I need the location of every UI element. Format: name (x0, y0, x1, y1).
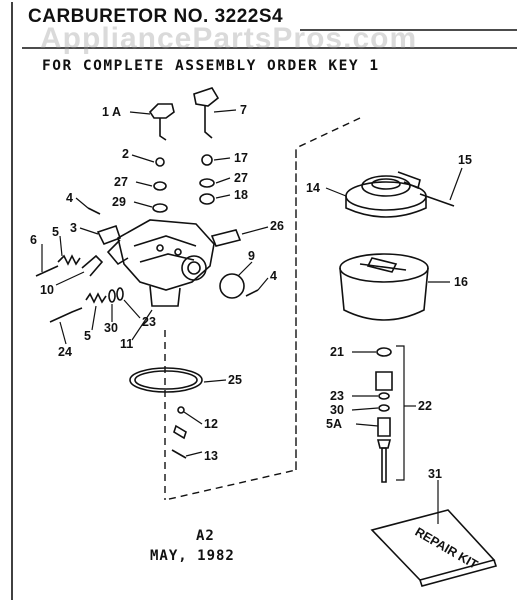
part-label-p18: 18 (234, 188, 248, 202)
plate-9-part (219, 273, 245, 299)
part-label-p12: 12 (204, 417, 218, 431)
needle-seat-12-part (173, 424, 187, 440)
assembly-note: FOR COMPLETE ASSEMBLY ORDER KEY 1 (42, 58, 380, 74)
throttle-lever-part (148, 103, 175, 141)
part-label-p6: 6 (30, 233, 37, 247)
part-label-p30b: 30 (330, 403, 344, 417)
repair-kit-31-part: REPAIR KIT (370, 509, 498, 587)
choke-lever-part (193, 87, 220, 139)
part-label-p16: 16 (454, 275, 468, 289)
part-label-p17: 17 (234, 151, 248, 165)
screw-4-top-part (87, 207, 101, 215)
part-label-p21: 21 (330, 345, 344, 359)
repair-kit-text: REPAIR KIT (413, 525, 481, 572)
seal-29-part (152, 203, 168, 213)
part-label-p24: 24 (58, 345, 72, 359)
screw-6-part (35, 265, 59, 277)
part-label-p14: 14 (306, 181, 320, 195)
part-label-p30a: 30 (104, 321, 118, 335)
part-label-p4b: 4 (270, 269, 277, 283)
part-label-p5A: 5A (326, 417, 342, 431)
screw-24-part (49, 307, 83, 323)
intake-14-part (345, 171, 427, 218)
part-label-p4a: 4 (66, 191, 73, 205)
gasket-25-inner (134, 370, 198, 390)
jet-assembly-22-part (375, 371, 393, 483)
part-label-p7: 7 (240, 103, 247, 117)
washer-23-left-part (116, 287, 124, 301)
page-title: CARBURETOR NO. 3222S4 (28, 6, 284, 27)
seal-18-part (199, 193, 215, 205)
gasket-25-part (129, 367, 203, 393)
spring-5-lower-part (85, 292, 107, 304)
part-label-p2: 2 (122, 147, 129, 161)
part-label-p1A: 1 A (102, 105, 121, 119)
bracket-3-part (96, 224, 122, 246)
needle-12-part (177, 406, 185, 414)
fitting-26-part (210, 229, 242, 247)
pin-15-part (419, 193, 455, 207)
part-label-p5a: 5 (52, 225, 59, 239)
link-10-part (81, 254, 104, 277)
part-label-p23a: 23 (142, 315, 156, 329)
part-label-p27b: 27 (234, 171, 248, 185)
part-label-p13: 13 (204, 449, 218, 463)
washer-30-part (108, 289, 116, 303)
part-label-p27a: 27 (114, 175, 128, 189)
spring-5-upper-part (57, 254, 81, 266)
leader-lines (41, 109, 463, 524)
part-label-p29: 29 (112, 195, 126, 209)
part-label-p3: 3 (70, 221, 77, 235)
part-label-p11: 11 (120, 337, 133, 351)
carburetor-body-part (106, 219, 215, 307)
washer-27-left-part (153, 181, 167, 191)
part-label-p25: 25 (228, 373, 242, 387)
part-label-p15: 15 (458, 153, 472, 167)
part-label-p23b: 23 (330, 389, 344, 403)
shaft-seal-part (155, 157, 165, 167)
washer-27-right-part (199, 178, 215, 188)
part-label-p22: 22 (418, 399, 432, 413)
part-label-p10: 10 (40, 283, 54, 297)
pin-13-part (171, 449, 187, 459)
bracket-22-line (396, 345, 405, 481)
part-label-p31: 31 (428, 467, 442, 481)
part-label-p26: 26 (270, 219, 284, 233)
screw-4-lower-part (245, 289, 259, 297)
spring-17-part (201, 154, 213, 166)
footer-date: MAY, 1982 (150, 548, 235, 564)
assembly-dashed-outline (164, 117, 361, 501)
part-label-p9: 9 (248, 249, 255, 263)
washer-21-part (376, 347, 392, 357)
watermark-text: AppliancePartsPros.com (40, 22, 418, 55)
part-label-p5b: 5 (84, 329, 91, 343)
footer-code: A2 (196, 528, 215, 544)
float-bowl-16-part (339, 253, 429, 321)
